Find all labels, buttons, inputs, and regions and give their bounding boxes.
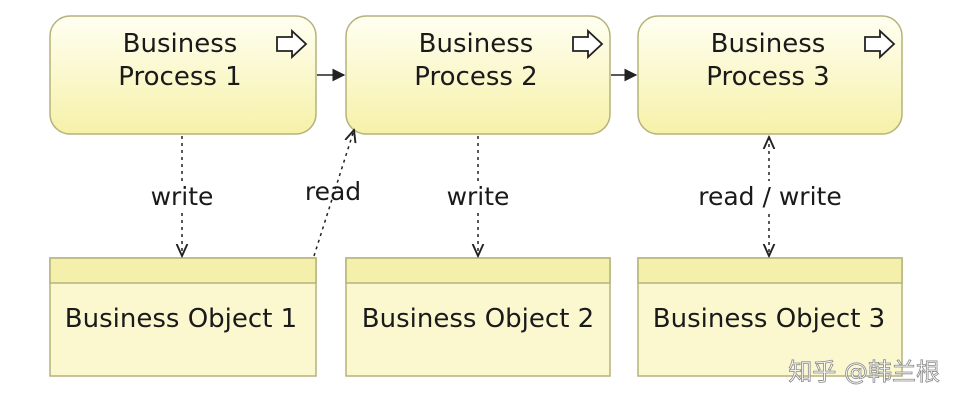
process-3-title-line1: Business xyxy=(711,29,826,59)
object-2-label: Business Object 2 xyxy=(362,304,594,334)
business-object-3[interactable]: Business Object 3 xyxy=(637,257,903,377)
business-process-1[interactable]: Business Process 1 xyxy=(49,15,317,135)
watermark: 知乎 @韩兰根 xyxy=(788,358,940,386)
business-object-2[interactable]: Business Object 2 xyxy=(345,257,611,377)
process-arrow-icon xyxy=(276,28,308,60)
process-arrow-icon xyxy=(864,28,896,60)
process-3-title-line2: Process 3 xyxy=(706,62,829,92)
process-2-title-line2: Process 2 xyxy=(414,62,537,92)
process-2-title-line1: Business xyxy=(419,29,534,59)
object-1-label: Business Object 1 xyxy=(65,304,297,334)
process-arrow-icon xyxy=(572,28,604,60)
business-object-1[interactable]: Business Object 1 xyxy=(49,257,317,377)
edge-label-write-1: write xyxy=(151,182,214,211)
object-3-label: Business Object 3 xyxy=(653,304,885,334)
process-1-title-line1: Business xyxy=(123,29,238,59)
business-process-2[interactable]: Business Process 2 xyxy=(345,15,611,135)
edge-label-readwrite-3: read / write xyxy=(698,182,841,211)
process-1-title-line2: Process 1 xyxy=(118,62,241,92)
business-process-3[interactable]: Business Process 3 xyxy=(637,15,903,135)
edge-label-read-1: read xyxy=(305,177,361,206)
edge-label-write-2: write xyxy=(447,182,510,211)
access-read-1 xyxy=(313,130,354,257)
